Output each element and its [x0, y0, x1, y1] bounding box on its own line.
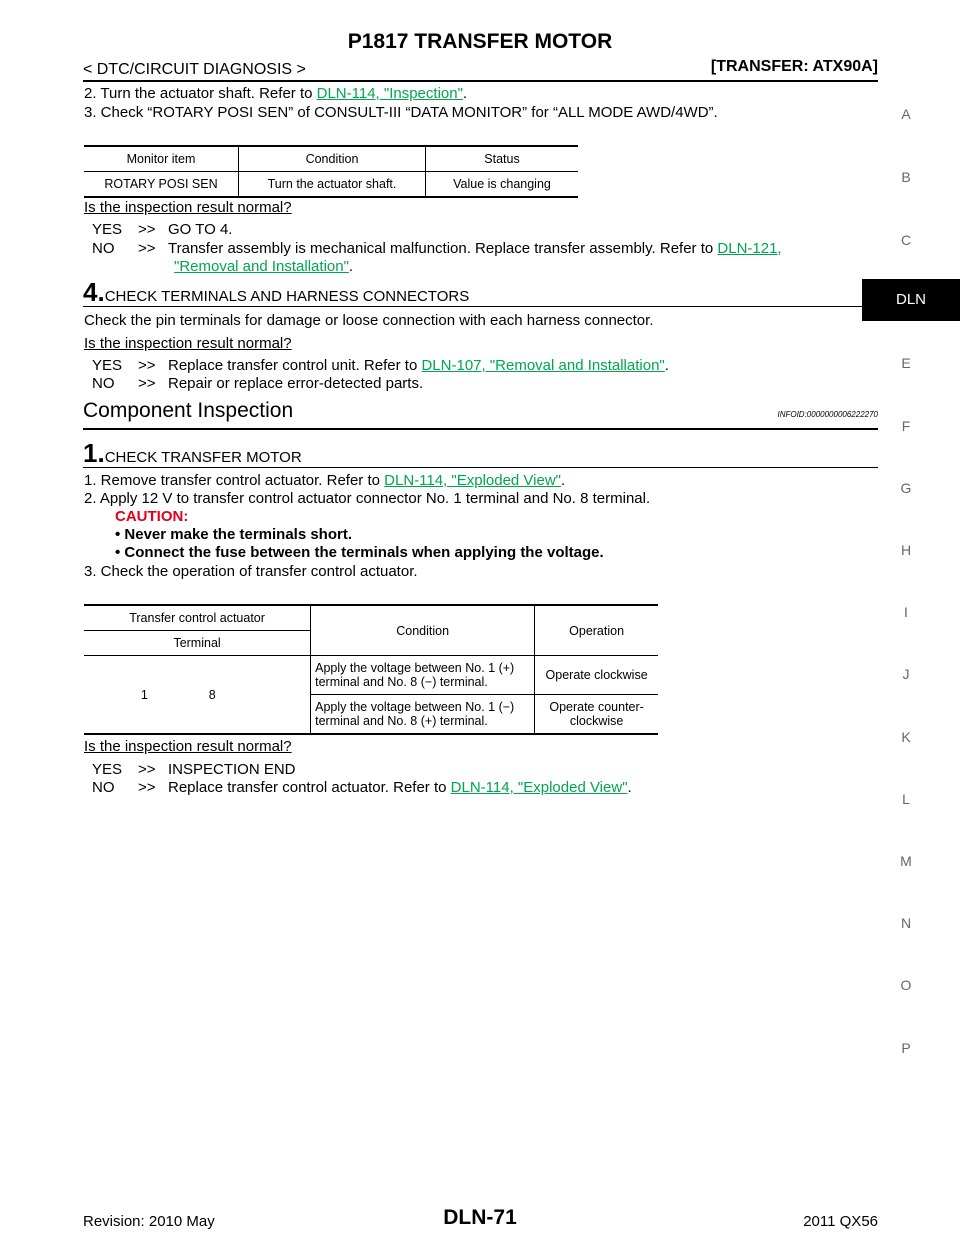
- exploded-view-link[interactable]: DLN-114, "Exploded View": [450, 779, 628, 796]
- step-1-heading: 1.CHECK TRANSFER MOTOR: [83, 438, 302, 468]
- section-tab-k[interactable]: K: [901, 729, 911, 745]
- table-header-terminal: Terminal: [84, 630, 311, 656]
- caution-label: CAUTION:: [115, 508, 189, 525]
- table-cell-operation: Operate counter- clockwise: [534, 694, 658, 735]
- table-header-condition: Condition: [310, 604, 535, 656]
- section-tab-i[interactable]: I: [904, 604, 908, 620]
- answer-no-1: NO>>Transfer assembly is mechanical malf…: [92, 240, 782, 257]
- table-cell-condition: Apply the voltage between No. 1 (+) term…: [310, 655, 535, 695]
- page-number: DLN-71: [443, 1206, 517, 1229]
- table-cell-operation: Operate clockwise: [534, 655, 658, 695]
- table-header-actuator: Transfer control actuator: [84, 604, 311, 631]
- step3-item3: 3. Check “ROTARY POSI SEN” of CONSULT-II…: [84, 104, 718, 121]
- caution-item: • Never make the terminals short.: [115, 526, 353, 543]
- section-tab-l[interactable]: L: [902, 791, 910, 807]
- step-1-item2: 2. Apply 12 V to transfer control actuat…: [84, 490, 651, 507]
- table-row: 1 8 Apply the voltage between No. 1 (+) …: [84, 655, 658, 735]
- answer-yes-2: YES>>Replace transfer control unit. Refe…: [92, 357, 669, 374]
- page-title: P1817 TRANSFER MOTOR: [347, 30, 613, 53]
- step-4-heading: 4.CHECK TERMINALS AND HARNESS CONNECTORS: [83, 277, 470, 307]
- section-tab-h[interactable]: H: [900, 542, 912, 558]
- component-inspection-heading: Component Inspection: [83, 399, 294, 422]
- removal-installation-link[interactable]: DLN-121,: [717, 240, 782, 257]
- section-tab-m[interactable]: M: [900, 853, 912, 869]
- table-cell: Value is changing: [425, 171, 578, 198]
- question-1: Is the inspection result normal?: [84, 199, 292, 216]
- step-divider: [83, 306, 878, 307]
- section-tab-a[interactable]: A: [901, 106, 911, 122]
- table-row: Apply the voltage between No. 1 (−) term…: [84, 694, 658, 735]
- info-id: INFOID:0000000006222270: [777, 410, 878, 419]
- step3-item2: 2. Turn the actuator shaft. Refer to DLN…: [84, 85, 468, 102]
- section-divider: [83, 428, 878, 430]
- question-3: Is the inspection result normal?: [84, 738, 292, 755]
- section-index-sidebar: A B C DLN E F G H I J K L M N O P: [862, 0, 960, 1242]
- section-tab-p[interactable]: P: [901, 1040, 911, 1056]
- answer-no-1-cont: "Removal and Installation".: [174, 258, 354, 275]
- answer-yes-1: YES>>GO TO 4.: [92, 221, 233, 238]
- answer-no-2: NO>>Repair or replace error-detected par…: [92, 375, 424, 392]
- transfer-control-unit-link[interactable]: DLN-107, "Removal and Installation": [421, 357, 665, 374]
- section-tab-f[interactable]: F: [901, 418, 911, 434]
- table-cell-terminal-b: 8: [204, 655, 311, 735]
- step-4-body: Check the pin terminals for damage or lo…: [84, 312, 654, 329]
- section-tag: [TRANSFER: ATX90A]: [710, 58, 878, 75]
- step-divider: [83, 467, 878, 468]
- breadcrumb: < DTC/CIRCUIT DIAGNOSIS >: [83, 61, 306, 78]
- section-tab-g[interactable]: G: [900, 480, 912, 496]
- table-row: ROTARY POSI SEN Turn the actuator shaft.…: [84, 171, 578, 198]
- table-header-status: Status: [425, 145, 578, 172]
- answer-yes-3: YES>>INSPECTION END: [92, 761, 296, 778]
- caution-item: • Connect the fuse between the terminals…: [115, 544, 604, 561]
- step-1-item3: 3. Check the operation of transfer contr…: [84, 563, 418, 580]
- removal-installation-link[interactable]: "Removal and Installation": [174, 258, 349, 275]
- section-tab-dln-active[interactable]: DLN: [862, 279, 960, 321]
- answer-no-3: NO>>Replace transfer control actuator. R…: [92, 779, 632, 796]
- header-divider: [83, 80, 878, 82]
- section-tab-n[interactable]: N: [900, 915, 912, 931]
- question-2: Is the inspection result normal?: [84, 335, 292, 352]
- revision-label: Revision: 2010 May: [83, 1213, 215, 1230]
- section-tab-o[interactable]: O: [900, 977, 912, 993]
- section-tab-c[interactable]: C: [900, 232, 912, 248]
- table-header-condition: Condition: [238, 145, 426, 172]
- table-header-monitor-item: Monitor item: [84, 145, 239, 172]
- actuator-operation-table: Transfer control actuator Condition Oper…: [84, 604, 658, 735]
- table-cell: Turn the actuator shaft.: [238, 171, 426, 198]
- step-1-item1: 1. Remove transfer control actuator. Ref…: [84, 472, 566, 489]
- table-cell: ROTARY POSI SEN: [84, 171, 239, 198]
- table-cell-condition: Apply the voltage between No. 1 (−) term…: [310, 694, 535, 735]
- table-header-operation: Operation: [534, 604, 658, 656]
- model-label: 2011 QX56: [803, 1213, 878, 1230]
- monitor-table: Monitor item Condition Status ROTARY POS…: [84, 145, 578, 198]
- exploded-view-link[interactable]: DLN-114, "Exploded View": [384, 472, 561, 489]
- table-cell-terminal-a: 1: [84, 655, 205, 735]
- inspection-link[interactable]: DLN-114, "Inspection": [316, 85, 463, 102]
- section-tab-e[interactable]: E: [901, 355, 911, 371]
- section-tab-b[interactable]: B: [901, 169, 911, 185]
- section-tab-j[interactable]: J: [902, 666, 910, 682]
